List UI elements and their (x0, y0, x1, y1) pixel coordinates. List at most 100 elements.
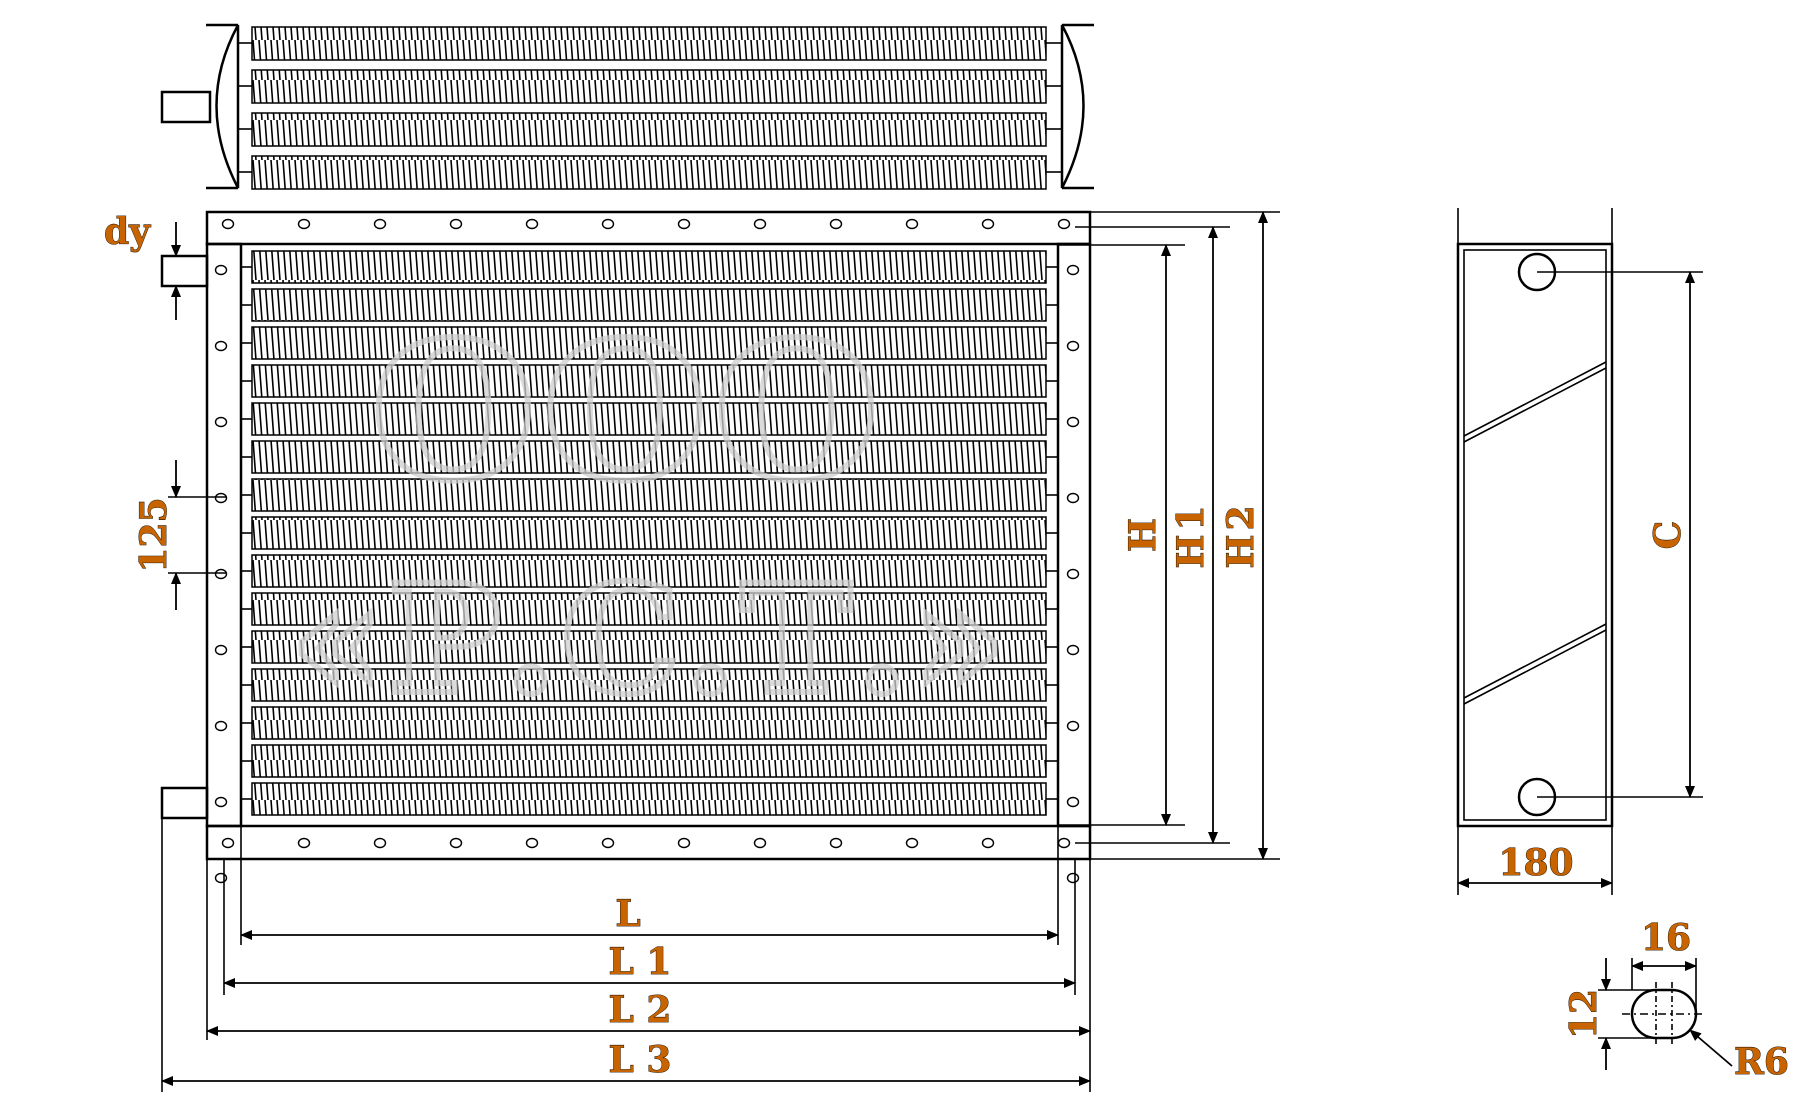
l2-label: L 2 (609, 989, 672, 1031)
right-plate-hole (1066, 720, 1080, 732)
right-plate-hole (1066, 872, 1080, 884)
front-view-finned-tube (251, 364, 1047, 398)
watermark-line2: «Р.С.Т.» (290, 552, 1010, 728)
bottom-flange-hole (297, 837, 311, 849)
top-flange-hole (525, 218, 539, 230)
width-label: 180 (1498, 842, 1573, 884)
top-view (160, 23, 1094, 190)
left-plate-hole (214, 872, 228, 884)
front-view-finned-tube (251, 744, 1047, 778)
slot-width-label: 12 (1563, 989, 1605, 1039)
pitch-label: 125 (133, 497, 175, 572)
right-plate-hole (1066, 416, 1080, 428)
top-view-finned-tube (251, 112, 1047, 147)
front-view-finned-tube (251, 554, 1047, 588)
bottom-flange-hole (373, 837, 387, 849)
bottom-flange-hole (221, 837, 235, 849)
front-view (160, 210, 1092, 884)
front-view-finned-tube (251, 250, 1047, 284)
front-view-finned-tube (251, 478, 1047, 512)
top-flange-hole (905, 218, 919, 230)
front-view-tube-rows (241, 250, 1058, 816)
bottom-flange-hole (525, 837, 539, 849)
side-plate-holes (214, 264, 1080, 884)
right-plate-hole (1066, 568, 1080, 580)
top-view-nozzle (160, 90, 212, 124)
front-view-finned-tube (251, 592, 1047, 626)
l-label: L (615, 893, 640, 935)
inlet-nozzle (160, 254, 209, 288)
top-flange-hole (601, 218, 615, 230)
front-view-finned-tube (251, 706, 1047, 740)
c-label: C (1647, 521, 1689, 550)
top-flange-hole (981, 218, 995, 230)
l3-label: L 3 (609, 1039, 672, 1081)
right-plate-hole (1066, 264, 1080, 276)
right-plate-hole (1066, 796, 1080, 808)
top-view-right-header (1060, 24, 1085, 189)
side-view-inner-frame (1463, 249, 1607, 821)
bottom-flange-hole (601, 837, 615, 849)
left-side-plate (205, 242, 243, 828)
right-plate-hole (1066, 492, 1080, 504)
top-flange (205, 210, 1092, 246)
left-plate-hole (214, 568, 228, 580)
top-flange-hole (753, 218, 767, 230)
front-view-finned-tube (251, 668, 1047, 702)
radius-leader (1689, 1029, 1733, 1067)
front-dimensions: dy 125 H H1 H2 L L 1 L 2 (104, 211, 1280, 1092)
side-view: C 180 (1456, 208, 1703, 895)
top-flange-hole (449, 218, 463, 230)
front-view-finned-tube (251, 402, 1047, 436)
left-plate-hole (214, 796, 228, 808)
front-view-finned-tube (251, 630, 1047, 664)
left-plate-hole (214, 264, 228, 276)
flange-holes (221, 218, 1071, 849)
l1-label: L 1 (609, 941, 672, 983)
radius-label: R6 (1734, 1041, 1789, 1083)
bottom-flange-hole (449, 837, 463, 849)
right-side-plate (1056, 242, 1092, 828)
right-plate-hole (1066, 644, 1080, 656)
watermark: ООО «Р.С.Т.» (287, 297, 1010, 731)
top-flange-hole (677, 218, 691, 230)
side-view-baffle-upper (1463, 361, 1607, 443)
slot-length-label: 16 (1641, 917, 1691, 959)
left-plate-hole (214, 492, 228, 504)
bottom-flange-hole (677, 837, 691, 849)
side-view-outer-frame (1456, 242, 1614, 828)
top-view-finned-tube (251, 155, 1047, 190)
top-flange-hole (829, 218, 843, 230)
h2-label: H2 (1220, 501, 1262, 568)
h1-label: H1 (1170, 501, 1212, 568)
bottom-flange-hole (753, 837, 767, 849)
top-view-finned-tube (251, 26, 1047, 61)
front-view-finned-tube (251, 326, 1047, 360)
top-view-tube-rows (238, 26, 1062, 190)
watermark-line1: ООО (371, 300, 886, 523)
bottom-flange-hole (1057, 837, 1071, 849)
bottom-flange-hole (829, 837, 843, 849)
front-view-finned-tube (251, 782, 1047, 816)
slot-detail: 16 12 R6 (1563, 917, 1790, 1084)
bottom-flange-hole (905, 837, 919, 849)
left-plate-hole (214, 644, 228, 656)
top-flange-hole (373, 218, 387, 230)
top-flange-hole (221, 218, 235, 230)
front-view-finned-tube (251, 516, 1047, 550)
h-label: H (1122, 518, 1164, 552)
side-view-baffle-lower (1463, 623, 1607, 705)
top-view-finned-tube (251, 69, 1047, 104)
outlet-nozzle (160, 786, 209, 820)
left-plate-hole (214, 720, 228, 732)
top-flange-hole (297, 218, 311, 230)
top-view-left-header (215, 24, 240, 189)
dy-label: dy (104, 211, 151, 253)
left-plate-hole (214, 416, 228, 428)
front-view-finned-tube (251, 440, 1047, 474)
top-flange-hole (1057, 218, 1071, 230)
front-view-finned-tube (251, 288, 1047, 322)
bottom-flange-hole (981, 837, 995, 849)
left-plate-hole (214, 340, 228, 352)
